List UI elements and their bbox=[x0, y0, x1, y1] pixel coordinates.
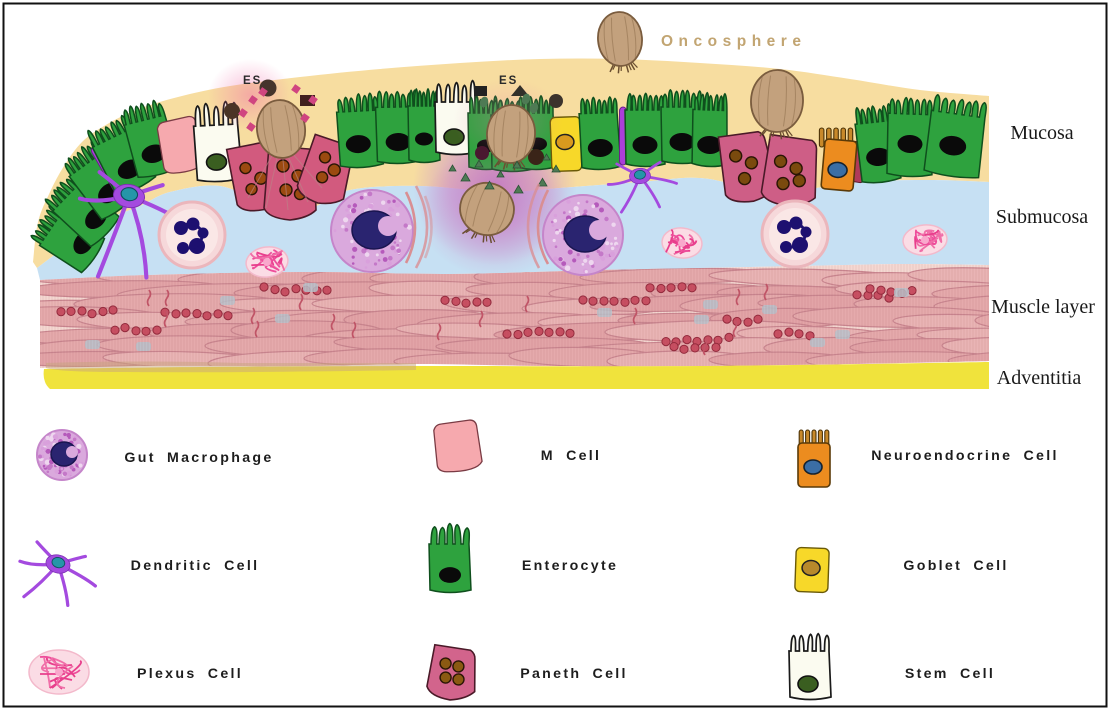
svg-text:Stem Cell: Stem Cell bbox=[905, 666, 995, 682]
svg-text:Submucosa: Submucosa bbox=[996, 206, 1088, 228]
svg-text:Adventitia: Adventitia bbox=[997, 367, 1082, 389]
svg-text:Plexus Cell: Plexus Cell bbox=[137, 666, 243, 682]
svg-text:ES: ES bbox=[499, 75, 518, 87]
svg-text:ES: ES bbox=[243, 75, 262, 87]
svg-text:Neuroendocrine Cell: Neuroendocrine Cell bbox=[871, 448, 1058, 464]
svg-text:Gut Macrophage: Gut Macrophage bbox=[124, 450, 273, 466]
svg-text:Oncosphere: Oncosphere bbox=[661, 33, 806, 50]
svg-text:M Cell: M Cell bbox=[541, 448, 602, 464]
svg-text:Dendritic Cell: Dendritic Cell bbox=[131, 558, 260, 574]
svg-text:Goblet Cell: Goblet Cell bbox=[903, 558, 1008, 574]
svg-text:Muscle layer: Muscle layer bbox=[991, 296, 1095, 318]
svg-text:Paneth Cell: Paneth Cell bbox=[520, 666, 628, 682]
svg-text:Enterocyte: Enterocyte bbox=[522, 558, 618, 574]
svg-text:Mucosa: Mucosa bbox=[1010, 122, 1073, 144]
